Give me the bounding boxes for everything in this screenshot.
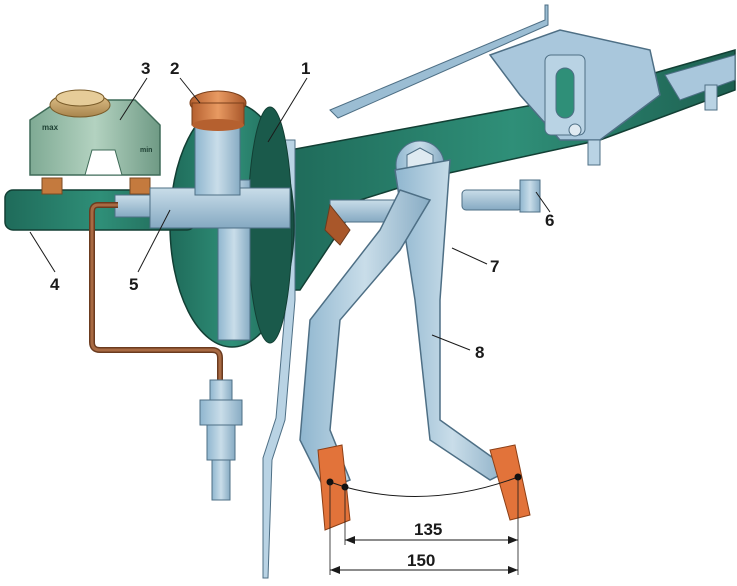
callout-6: 6 — [545, 211, 554, 230]
brake-pedal-arm — [394, 159, 531, 521]
brake-line — [89, 202, 243, 501]
stop-light-switch — [461, 179, 541, 213]
callout-5: 5 — [129, 275, 138, 294]
clutch-pedal-arm — [299, 189, 432, 531]
pedal-travel-dimensions: 135 150 — [326, 473, 522, 575]
callout-8: 8 — [475, 343, 484, 362]
reservoir-min-mark: min — [140, 147, 152, 154]
callout-2: 2 — [170, 59, 179, 78]
reservoir-max-mark: max — [42, 123, 59, 132]
master-cylinder — [4, 90, 291, 231]
callout-labels: 1 2 3 4 5 6 7 8 — [50, 59, 554, 362]
callout-1: 1 — [301, 59, 310, 78]
callout-7: 7 — [490, 257, 499, 276]
pedal-bracket — [289, 4, 736, 291]
fluid-reservoir: max min — [29, 89, 161, 176]
callout-4: 4 — [50, 275, 60, 294]
callout-3: 3 — [141, 59, 150, 78]
dimension-label-150: 150 — [407, 551, 435, 570]
leader-lines — [29, 77, 551, 351]
dimension-label-135: 135 — [414, 520, 442, 539]
